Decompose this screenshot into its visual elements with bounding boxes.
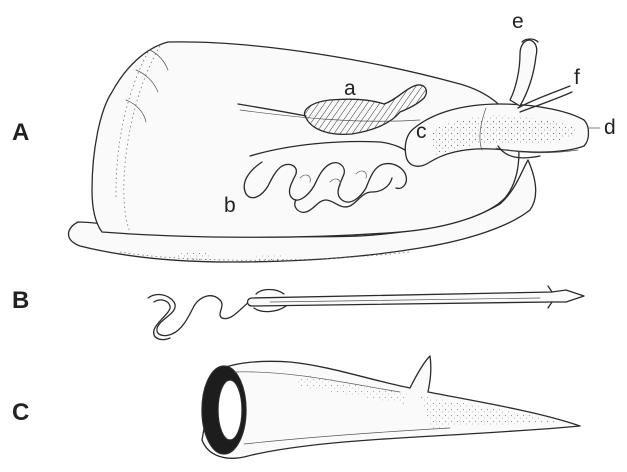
- part-label-b: b: [224, 194, 236, 217]
- part-label-c: c: [416, 120, 427, 143]
- panel-label-c: C: [12, 399, 29, 426]
- part-label-e: e: [512, 10, 524, 33]
- panel-a-drawing: [69, 39, 601, 262]
- panel-label-b: B: [12, 287, 29, 314]
- siphon-e: [510, 40, 537, 106]
- part-label-a: a: [344, 77, 356, 100]
- panel-c-drawing: [202, 356, 580, 458]
- panel-label-a: A: [12, 119, 29, 146]
- part-label-f: f: [574, 66, 580, 89]
- tooth-detail: [202, 356, 580, 458]
- part-label-d: d: [604, 116, 616, 139]
- panel-b-drawing: [148, 286, 584, 340]
- tooth-lumen-inner: [218, 380, 242, 440]
